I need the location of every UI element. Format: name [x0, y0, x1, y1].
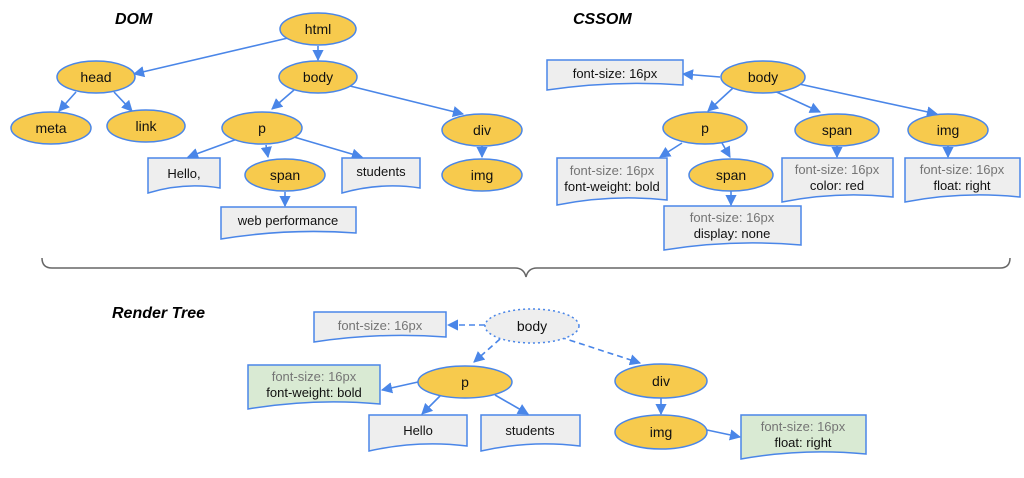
cssom-style-img-font: font-size: 16px: [920, 162, 1005, 177]
cssom-style-nested-span-font: font-size: 16px: [690, 210, 775, 225]
render-node-p-label: p: [461, 374, 469, 390]
render-node-body: body: [484, 308, 580, 344]
dom-node-head: head: [56, 60, 136, 94]
edge-render-body-p: [473, 338, 501, 363]
edge-render-body-div: [559, 336, 642, 366]
cssom-node-nested-span-label: span: [716, 167, 746, 183]
render-style-p: font-size: 16px font-weight: bold: [247, 364, 381, 410]
cssom-node-body: body: [720, 60, 806, 94]
cssom-style-nested-span-display: display: none: [694, 226, 771, 241]
cssom-style-body: font-size: 16px: [546, 59, 684, 91]
edge-body-p: [271, 89, 295, 110]
cssom-style-span-font: font-size: 16px: [795, 162, 880, 177]
edge-render-img-style: [706, 429, 742, 441]
render-node-p: p: [417, 365, 513, 399]
render-style-body: font-size: 16px: [313, 311, 447, 343]
render-edges: [380, 319, 742, 441]
cssom-style-img-float: float: right: [933, 178, 990, 193]
edge-cssom-body-p: [707, 87, 734, 112]
render-node-div-label: div: [652, 373, 670, 389]
cssom-style-nested-span: font-size: 16px display: none: [663, 205, 802, 251]
cssom-style-body-font: font-size: 16px: [573, 66, 658, 81]
dom-text-web-performance-label: web performance: [237, 213, 338, 228]
merge-brace: [41, 257, 1011, 278]
render-node-body-label: body: [517, 318, 547, 334]
dom-node-html: html: [279, 12, 357, 46]
edge-head-link: [113, 91, 133, 112]
dom-node-img: img: [441, 158, 523, 192]
edge-render-p-hello: [421, 395, 441, 415]
edge-p-span: [260, 144, 272, 159]
render-style-img-font: font-size: 16px: [761, 419, 846, 434]
dom-node-link-label: link: [135, 118, 157, 134]
edge-render-p-style: [380, 381, 419, 394]
cssom-style-img: font-size: 16px float: right: [904, 157, 1021, 203]
edge-html-head: [132, 37, 289, 78]
edge-cssom-p-style: [659, 142, 683, 158]
dom-text-web-performance: web performance: [220, 206, 357, 240]
cssom-node-body-label: body: [748, 69, 778, 85]
edge-body-div: [349, 85, 465, 118]
edge-head-meta: [58, 91, 77, 112]
cssom-node-img-label: img: [937, 122, 960, 138]
cssom-style-p-weight: font-weight: bold: [564, 179, 659, 194]
dom-node-p: p: [221, 111, 303, 145]
dom-node-div: div: [441, 113, 523, 147]
cssom-node-span-label: span: [822, 122, 852, 138]
dom-tree: html head body meta link p div span: [10, 12, 523, 240]
dom-node-body-label: body: [303, 69, 333, 85]
render-style-p-font: font-size: 16px: [272, 369, 357, 384]
dom-edges: [58, 37, 488, 208]
render-text-hello-label: Hello: [403, 423, 433, 438]
cssom-style-span-color: color: red: [810, 178, 864, 193]
cssom-style-span: font-size: 16px color: red: [781, 157, 894, 203]
dom-node-meta: meta: [10, 111, 92, 145]
render-node-img-label: img: [650, 424, 673, 440]
dom-title: DOM: [115, 11, 153, 28]
cssom-node-img: img: [907, 113, 989, 147]
dom-node-p-label: p: [258, 120, 266, 136]
edge-cssom-body-style: [681, 69, 721, 81]
render-tree-title: Render Tree: [112, 305, 205, 322]
dom-text-hello-label: Hello,: [167, 166, 200, 181]
render-text-hello: Hello: [368, 414, 468, 452]
edge-p-hello: [186, 137, 241, 159]
cssom-tree: body p span img span font-size: 16px fon…: [546, 59, 1021, 251]
dom-node-body: body: [278, 60, 358, 94]
cssom-node-span: span: [794, 113, 880, 147]
render-text-students-label: students: [505, 423, 555, 438]
dom-node-html-label: html: [305, 21, 331, 37]
render-node-div: div: [614, 363, 708, 399]
cssom-title: CSSOM: [573, 11, 632, 28]
dom-node-link: link: [106, 109, 186, 143]
dom-node-div-label: div: [473, 122, 491, 138]
dom-node-head-label: head: [80, 69, 111, 85]
dom-text-students-label: students: [356, 164, 406, 179]
dom-node-img-label: img: [471, 167, 494, 183]
edge-cssom-body-img: [789, 81, 939, 118]
edge-cssom-p-span: [720, 142, 731, 158]
render-style-body-font: font-size: 16px: [338, 318, 423, 333]
dom-node-span: span: [244, 158, 326, 192]
dom-text-hello: Hello,: [147, 157, 221, 195]
cssom-style-p-font: font-size: 16px: [570, 163, 655, 178]
render-style-img-float: float: right: [774, 435, 831, 450]
render-tree: body p div img font-size: 16px font-size…: [247, 308, 867, 460]
render-style-p-weight: font-weight: bold: [266, 385, 361, 400]
edge-render-p-students: [494, 394, 529, 415]
cssom-edges: [659, 69, 954, 207]
cssom-node-p: p: [662, 111, 748, 145]
dom-node-meta-label: meta: [35, 120, 66, 136]
edge-cssom-body-span: [769, 88, 822, 113]
render-text-students: students: [480, 414, 581, 452]
cssom-node-p-label: p: [701, 120, 709, 136]
render-style-img: font-size: 16px float: right: [740, 414, 867, 460]
edge-p-students: [293, 136, 364, 160]
dom-text-students: students: [341, 157, 421, 194]
dom-node-span-label: span: [270, 167, 300, 183]
cssom-style-p: font-size: 16px font-weight: bold: [556, 157, 668, 206]
render-node-img: img: [614, 414, 708, 450]
cssom-node-nested-span: span: [688, 158, 774, 192]
